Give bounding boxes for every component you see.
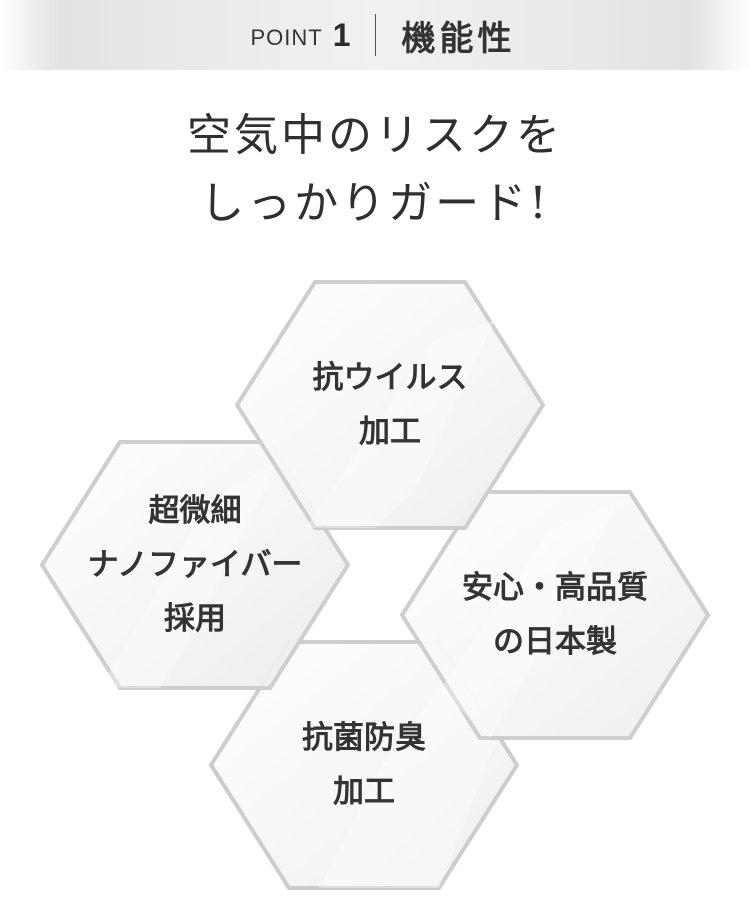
point-banner: POINT 1 機能性 [0,0,750,70]
hexagon-shape [400,490,710,740]
point-number: 1 [332,16,351,53]
headline: 空気中のリスクを しっかりガード! [0,102,750,238]
point-banner-content: POINT 1 機能性 [250,0,515,70]
hexagon-label-line: 抗ウイルス [312,360,468,396]
hexagon-label-line: 加工 [359,414,421,450]
hexagon-label-line: 加工 [333,774,395,810]
hexagon-shape [235,280,545,530]
feature-hexagon-antibacterial: 抗菌防臭 加工 [209,640,519,890]
hexagon-label-line: の日本製 [493,624,617,660]
hexagon-label-line: 採用 [164,601,226,637]
hexagon-label: 安心・高品質 の日本製 [400,490,710,740]
hexagon-label-line: ナノファイバー [87,547,303,583]
headline-line-2: しっかりガード! [200,178,550,229]
hexagon-label-line: 超微細 [148,493,242,529]
hexagon-label-line: 抗菌防臭 [302,720,426,756]
headline-line-1: 空気中のリスクを [187,110,563,161]
feature-hexagon-antiviral: 抗ウイルス 加工 [235,280,545,530]
hexagon-label: 超微細 ナノファイバー 採用 [40,440,350,690]
hexagon-shape [209,640,519,890]
hexagon-label: 抗ウイルス 加工 [235,280,545,530]
point-title: 機能性 [401,18,516,59]
hexagon-label-line: 安心・高品質 [462,570,648,606]
feature-hexagon-made-in-japan: 安心・高品質 の日本製 [400,490,710,740]
banner-divider [374,14,376,56]
feature-hexagon-nanofiber: 超微細 ナノファイバー 採用 [40,440,350,690]
hexagon-label: 抗菌防臭 加工 [209,640,519,890]
point-label: POINT [250,25,323,50]
